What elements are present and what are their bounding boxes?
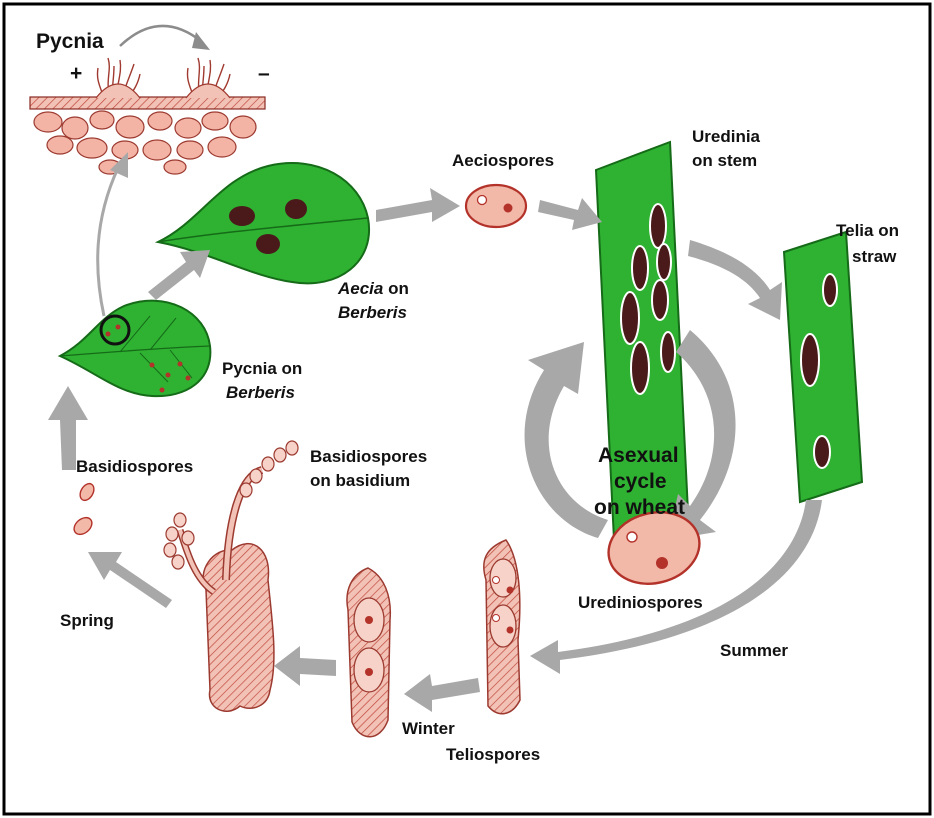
basidium-structure [164,441,298,711]
aecia-label-line2: Berberis [338,303,407,322]
uredinia-label-line1: Uredinia [692,127,761,146]
teliospore-large [484,540,520,714]
aecia-label-italic: Aecia [337,279,383,298]
pycnia-transfer-arrowhead [192,32,210,50]
urediniospores-label: Urediniospores [578,593,703,612]
basidiospores-cells [71,481,97,538]
pycnia-label: Pycnia [36,30,104,53]
aeciospores-label: Aeciospores [452,151,554,170]
pycnia-transfer-arrow [120,26,202,46]
aecia-label-rest: on [383,279,409,298]
basidiospores-on-label-line2: on basidium [310,471,410,490]
summer-label: Summer [720,641,788,660]
telia-label-line2: straw [852,247,897,266]
spring-label: Spring [60,611,114,630]
pycnia-on-label-line1: Pycnia on [222,359,302,378]
teliospores-label: Teliospores [446,745,540,764]
minus-sign: – [258,62,270,85]
uredinia-label-line2: on stem [692,151,757,170]
winter-label: Winter [402,719,455,738]
aeciospore-cell [466,185,526,227]
pycnia-tissue-illustration [30,58,265,174]
plus-sign: + [70,62,82,85]
telia-straw [784,232,862,502]
basidiospores-label: Basidiospores [76,457,193,476]
teliospore-small [347,568,390,737]
basidiospores-on-label-line1: Basidiospores [310,447,427,466]
pycnia-on-label-line2: Berberis [226,383,295,402]
life-cycle-arrows [48,152,822,712]
asexual-label-line2: cycle [614,470,667,493]
aecia-label-line1: Aecia on [337,279,409,298]
telia-label-line1: Telia on [836,221,899,240]
asexual-label-line1: Asexual [598,444,679,467]
pycnia-leaf [60,301,210,396]
asexual-label-line3: on wheat [594,496,685,519]
